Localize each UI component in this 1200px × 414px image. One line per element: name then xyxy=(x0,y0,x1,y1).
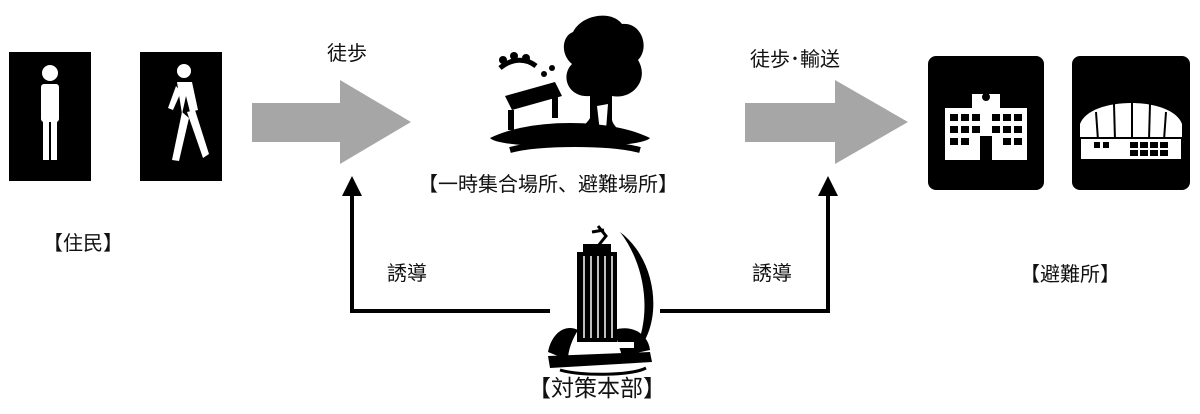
guide-arrowhead-left xyxy=(342,176,362,196)
guide-left-label: 誘導 xyxy=(387,261,427,285)
residents-label: 【住民】 xyxy=(43,231,123,255)
gymnasium-icon xyxy=(1072,56,1190,190)
walk-transport-arrow xyxy=(745,80,908,164)
walk-arrow xyxy=(252,80,411,164)
walk-label: 徒歩 xyxy=(327,41,367,65)
shelter-label: 【避難所】 xyxy=(1020,262,1120,286)
park-tree-bench-icon xyxy=(490,15,650,153)
guide-arrowhead-right xyxy=(818,176,838,196)
city-hall-tower-icon xyxy=(548,225,654,376)
guide-line-right xyxy=(660,192,830,313)
school-building-icon xyxy=(928,56,1044,190)
guide-right-label: 誘導 xyxy=(752,261,792,285)
walk-transport-label: 徒歩･輸送 xyxy=(750,47,840,71)
walking-person-icon xyxy=(140,52,222,181)
standing-person-icon xyxy=(9,52,91,181)
guide-line-left xyxy=(350,192,550,313)
hq-label: 【対策本部】 xyxy=(528,376,666,402)
temp-site-label: 【一時集合場所、避難場所】 xyxy=(418,172,678,196)
